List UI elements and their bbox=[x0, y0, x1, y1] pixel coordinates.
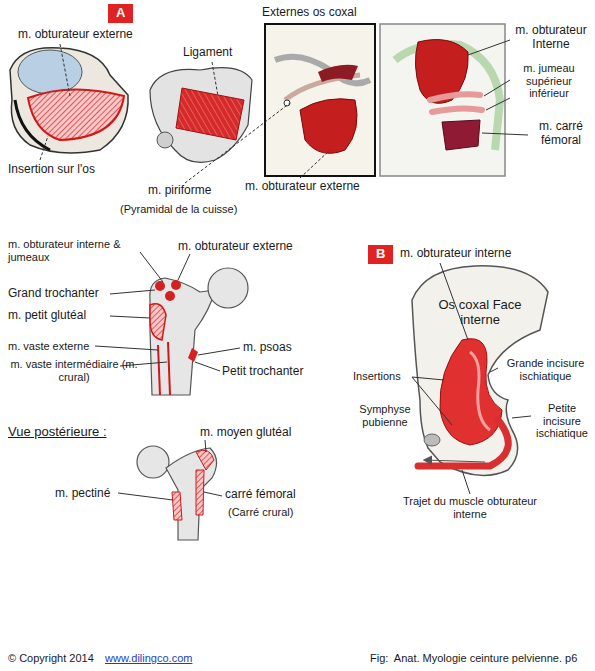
anatomy-label: Insertion sur l'os bbox=[8, 163, 95, 177]
anatomy-label: Symphyse pubienne bbox=[350, 403, 420, 428]
external-coxal-panel bbox=[265, 24, 375, 176]
anatomy-label: m. obturateur Interne bbox=[510, 24, 592, 52]
anatomy-label: (Pyramidal de la cuisse) bbox=[120, 203, 237, 216]
hip-external-view bbox=[10, 44, 128, 160]
anatomy-label: carré fémoral bbox=[225, 488, 296, 502]
anatomy-label: Externes os coxal bbox=[262, 6, 357, 20]
anatomy-label: m. vaste intermédiaire (m. crural) bbox=[6, 358, 142, 383]
anatomy-label: m. obturateur interne bbox=[400, 247, 511, 261]
section-badge: B bbox=[368, 245, 393, 264]
anatomy-label: Grand trochanter bbox=[8, 287, 99, 301]
anatomy-label: m. petit glutéal bbox=[8, 309, 86, 323]
obturator-membrane-view bbox=[150, 62, 252, 162]
anatomy-label: m. obturateur externe bbox=[178, 240, 293, 254]
anatomy-label: Petite incisure ischiatique bbox=[532, 402, 592, 440]
anatomy-label: m. jumeau supérieur inférieur bbox=[512, 62, 586, 100]
section-badge: A bbox=[108, 4, 133, 23]
femur-posterior bbox=[118, 440, 222, 540]
internal-coxal-panel bbox=[380, 24, 528, 176]
anatomy-label: m. moyen glutéal bbox=[200, 426, 291, 440]
anatomy-label: m. obturateur externe bbox=[18, 28, 133, 42]
anatomy-label: m. psoas bbox=[243, 341, 292, 355]
figure-caption: Fig: Anat. Myologie ceinture pelvienne. … bbox=[370, 652, 577, 665]
anatomy-label: © Copyright 2014 bbox=[8, 652, 94, 665]
anatomy-label: m. pectiné bbox=[55, 487, 110, 501]
badge-letter: B bbox=[376, 246, 385, 261]
anatomy-label: m. obturateur interne & jumeaux bbox=[8, 238, 143, 263]
anatomy-label: (Carré crural) bbox=[228, 506, 293, 519]
badge-letter: A bbox=[116, 5, 125, 20]
anatomy-label: m. piriforme bbox=[148, 184, 211, 198]
anatomy-label: m. vaste externe bbox=[8, 340, 89, 353]
anatomy-label: www.dilingco.com bbox=[105, 652, 192, 665]
anatomy-label: Grande incisure ischiatique bbox=[499, 357, 592, 382]
anatomy-label: Trajet du muscle obturateur interne bbox=[400, 495, 540, 520]
anatomy-label: Insertions bbox=[353, 370, 401, 383]
anatomy-label: Vue postérieure : bbox=[8, 425, 107, 440]
anatomy-label: m. carré fémoral bbox=[530, 120, 592, 148]
anatomy-label: Petit trochanter bbox=[222, 365, 303, 379]
anatomy-label: Os coxal Face interne bbox=[428, 298, 532, 328]
anatomy-label: m. obturateur externe bbox=[245, 180, 360, 194]
anatomy-label: Ligament bbox=[183, 46, 232, 60]
